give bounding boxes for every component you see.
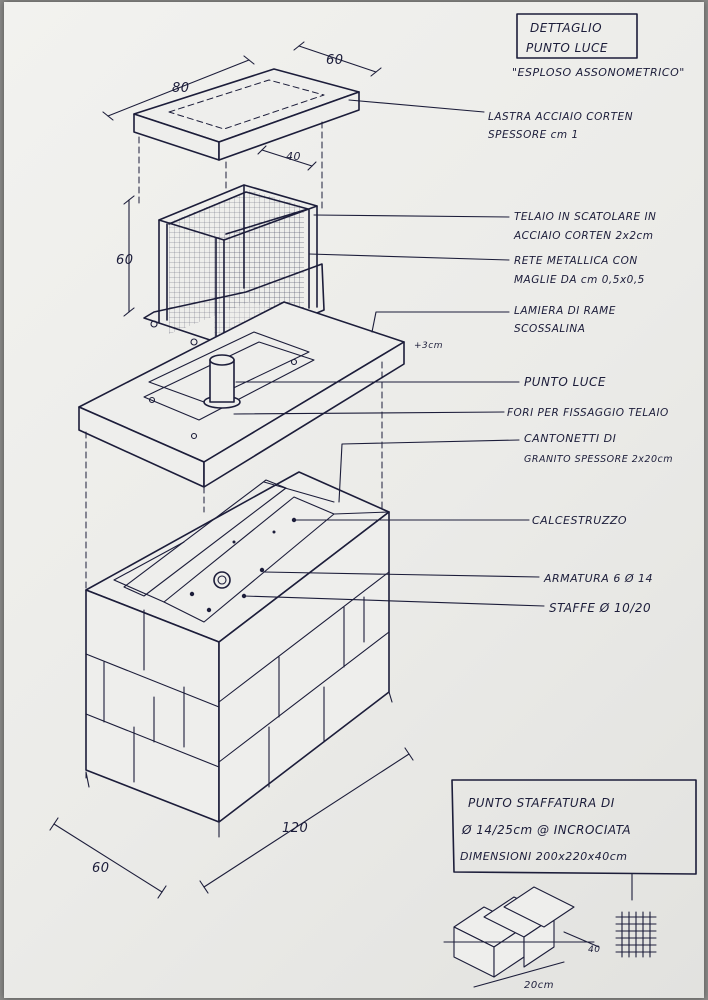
title-block: DETTAGLIO PUNTO LUCE "ESPLOSO ASSONOMETR… xyxy=(512,13,685,79)
label-reinforcement: ARMATURA 6 Ø 14 xyxy=(543,572,653,585)
label-copper-sheet-1: LAMIERA DI RAME xyxy=(514,305,616,317)
label-corten-plate-1: LASTRA ACCIAIO CORTEN xyxy=(488,111,633,123)
note-line-2: Ø 14/25cm @ INCROCIATA xyxy=(461,823,631,837)
dim-base-depth: 60 xyxy=(92,861,110,876)
dim-frame-width: 40 xyxy=(286,150,301,163)
dim-top-plate-width: 80 xyxy=(172,81,190,96)
title-subtitle: "ESPLOSO ASSONOMETRICO" xyxy=(512,66,685,79)
footing-note-box: PUNTO STAFFATURA DI Ø 14/25cm @ INCROCIA… xyxy=(451,779,697,901)
copper-slab: +3cm xyxy=(78,301,443,488)
dim-frame-height: 60 xyxy=(116,253,134,268)
dim-top-plate-depth: 60 xyxy=(326,53,344,68)
title-box xyxy=(516,13,638,59)
label-mesh-1: RETE METALLICA CON xyxy=(514,255,638,267)
label-concrete: CALCESTRUZZO xyxy=(532,514,627,527)
leader-lines xyxy=(233,99,545,607)
label-fixing-holes: FORI PER FISSAGGIO TELAIO xyxy=(507,407,669,419)
base-dimensions: 60 120 xyxy=(49,747,414,899)
steel-frame-with-mesh xyxy=(143,184,325,351)
label-mesh-2: MAGLIE DA cm 0,5x0,5 xyxy=(514,274,645,286)
rebar-grid-icon xyxy=(615,911,657,958)
dim-detail-step: 20cm xyxy=(524,980,554,991)
note-line-1: PUNTO STAFFATURA DI xyxy=(468,796,615,810)
label-corten-plate-2: SPESSORE cm 1 xyxy=(488,129,579,141)
label-light-point: PUNTO LUCE xyxy=(524,375,606,389)
footing-detail-sketch: 40 20cm xyxy=(443,886,657,991)
frame-dimensions: 60 40 xyxy=(116,145,317,317)
light-point-cylinder xyxy=(203,354,241,409)
note-line-3: DIMENSIONI 200x220x40cm xyxy=(460,850,628,863)
granite-base-pillar xyxy=(85,471,393,838)
corten-top-plate xyxy=(133,68,360,161)
component-labels: LASTRA ACCIAIO CORTEN SPESSORE cm 1 TELA… xyxy=(488,111,673,615)
label-granite-corners-2: GRANITO SPESSORE 2x20cm xyxy=(524,454,673,465)
label-granite-corners-1: CANTONETTI DI xyxy=(524,432,616,445)
top-plate-dimensions: 80 60 xyxy=(102,41,382,121)
title-line-2: PUNTO LUCE xyxy=(526,41,608,55)
dim-base-length: 120 xyxy=(282,821,308,836)
exploded-axonometric-drawing: DETTAGLIO PUNTO LUCE "ESPLOSO ASSONOMETR… xyxy=(49,13,697,991)
dim-slab-offset: +3cm xyxy=(414,341,443,351)
label-frame-2: ACCIAIO CORTEN 2x2cm xyxy=(513,230,654,242)
dim-detail-side: 40 xyxy=(588,945,600,955)
paper-sheet: DETTAGLIO PUNTO LUCE "ESPLOSO ASSONOMETR… xyxy=(4,2,704,998)
label-copper-sheet-2: SCOSSALINA xyxy=(514,323,585,335)
title-line-1: DETTAGLIO xyxy=(530,21,602,35)
label-stirrups: STAFFE Ø 10/20 xyxy=(549,601,651,615)
label-frame-1: TELAIO IN SCATOLARE IN xyxy=(514,211,656,223)
